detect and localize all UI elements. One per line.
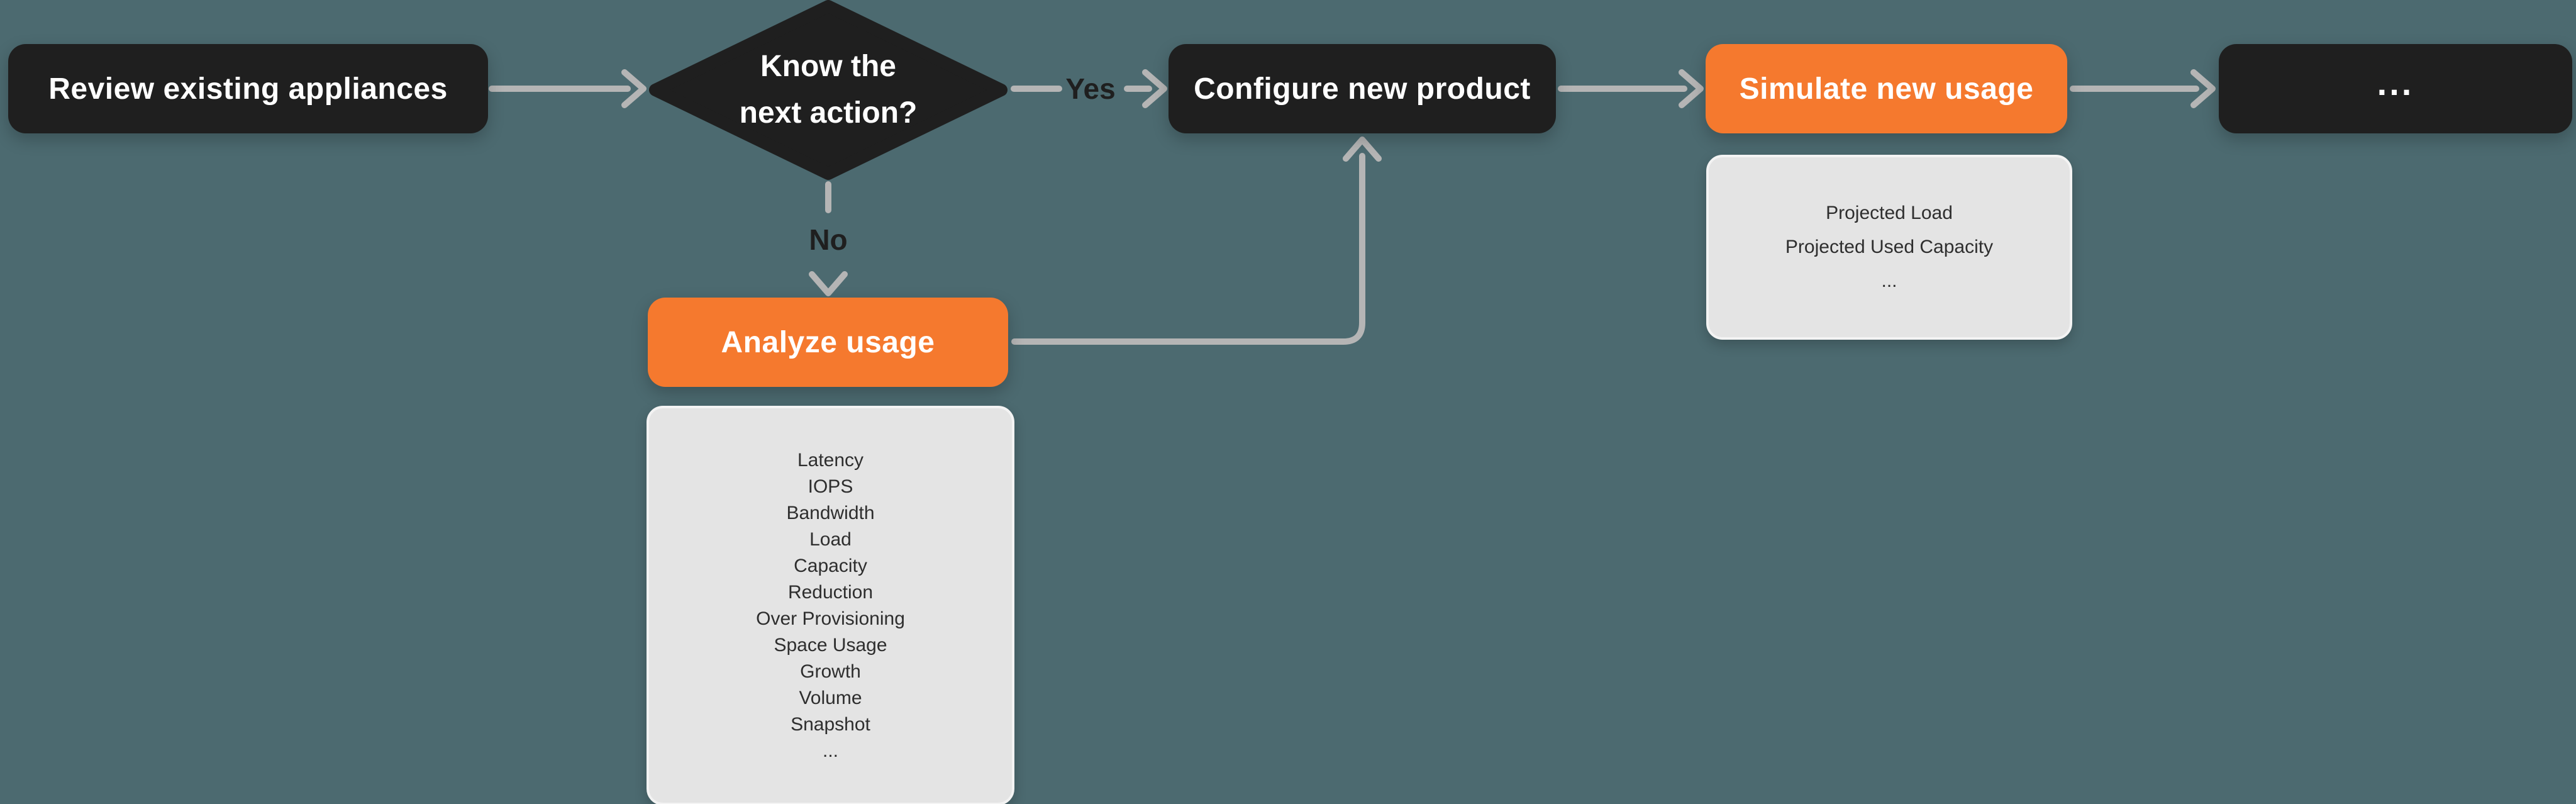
- info-item: Bandwidth: [786, 502, 875, 523]
- arrowhead-right-icon: [1142, 69, 1167, 108]
- connector-review-to-decision: [489, 69, 647, 108]
- decision-label-line2: next action?: [739, 96, 918, 130]
- node-decision-know-next-action: Know the next action?: [648, 0, 1009, 180]
- arrowhead-right-icon: [1679, 69, 1704, 108]
- decision-label-line1: Know the: [760, 50, 896, 83]
- node-label: Know the next action?: [648, 0, 1009, 180]
- info-item: Growth: [800, 661, 861, 682]
- info-item: Projected Load: [1826, 203, 1953, 223]
- edge-label-yes: Yes: [1065, 72, 1116, 105]
- edge-label-no: No: [809, 223, 848, 256]
- info-item: Over Provisioning: [756, 608, 905, 629]
- info-item: Latency: [797, 449, 864, 471]
- node-more-steps: ...: [2219, 44, 2572, 133]
- info-item: Reduction: [787, 581, 874, 603]
- info-item: Space Usage: [774, 634, 887, 656]
- node-analyze-usage: Analyze usage: [648, 298, 1008, 387]
- ellipsis-label: ...: [2377, 62, 2414, 103]
- info-item: Volume: [799, 687, 862, 708]
- info-item: IOPS: [808, 476, 853, 497]
- arrowhead-right-icon: [2190, 69, 2216, 108]
- node-label: Analyze usage: [721, 325, 935, 359]
- arrowhead-right-icon: [621, 69, 647, 108]
- info-item: ...: [822, 740, 838, 761]
- node-review-existing-appliances: Review existing appliances: [8, 44, 488, 133]
- connector-analyze-to-configure: [1011, 137, 1382, 345]
- info-item: Snapshot: [791, 713, 870, 735]
- connector-configure-to-simulate: [1558, 69, 1704, 108]
- arrowhead-down-icon: [809, 271, 848, 296]
- node-label: Simulate new usage: [1739, 72, 2034, 106]
- node-simulate-new-usage: Simulate new usage: [1706, 44, 2067, 133]
- connector-simulate-to-more: [2070, 69, 2216, 108]
- connector-elbow-line: [1011, 153, 1365, 345]
- arrowhead-up-icon: [1343, 137, 1382, 162]
- info-item: ...: [1881, 271, 1897, 291]
- node-label: Configure new product: [1194, 72, 1531, 106]
- info-item: Capacity: [794, 555, 867, 576]
- diamond-shape: [649, 0, 1008, 180]
- info-item: Load: [809, 528, 852, 550]
- node-configure-new-product: Configure new product: [1169, 44, 1556, 133]
- info-item: Projected Used Capacity: [1785, 237, 1994, 257]
- node-label: Review existing appliances: [48, 72, 448, 106]
